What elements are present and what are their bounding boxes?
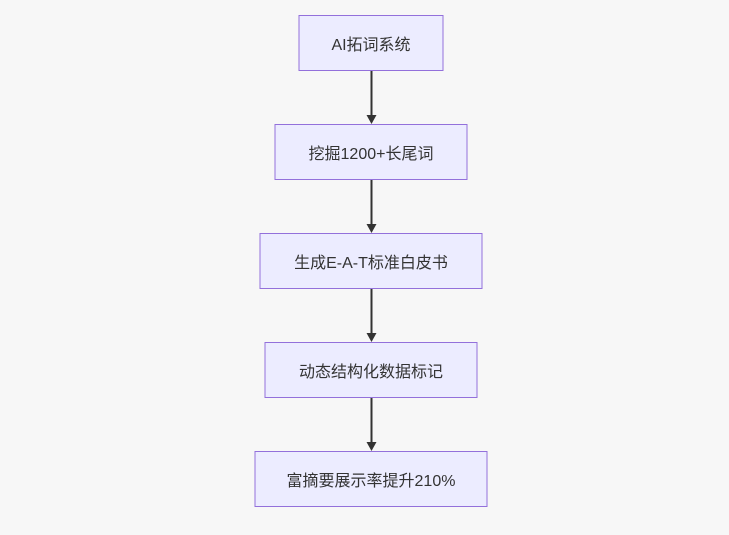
- arrow-line: [370, 180, 372, 224]
- flow-node-generate-eat-whitepaper: 生成E-A-T标准白皮书: [259, 233, 483, 289]
- flow-node-ai-word-expansion-system: AI拓词系统: [298, 15, 444, 71]
- flow-node-dynamic-structured-data-markup: 动态结构化数据标记: [264, 342, 478, 398]
- arrow-down-icon: [366, 442, 376, 451]
- arrow-down-icon: [366, 224, 376, 233]
- flow-arrow-3: [366, 289, 376, 342]
- arrow-line: [370, 289, 372, 333]
- arrow-down-icon: [366, 333, 376, 342]
- flow-arrow-2: [366, 180, 376, 233]
- arrow-line: [370, 398, 372, 442]
- flow-node-rich-snippet-rate-increase: 富摘要展示率提升210%: [254, 451, 488, 507]
- arrow-down-icon: [366, 115, 376, 124]
- flow-arrow-1: [366, 71, 376, 124]
- flowchart-column: AI拓词系统 挖掘1200+长尾词 生成E-A-T标准白皮书 动态结构化数据标记…: [254, 15, 488, 507]
- flow-node-mine-longtail-keywords: 挖掘1200+长尾词: [274, 124, 468, 180]
- arrow-line: [370, 71, 372, 115]
- flow-arrow-4: [366, 398, 376, 451]
